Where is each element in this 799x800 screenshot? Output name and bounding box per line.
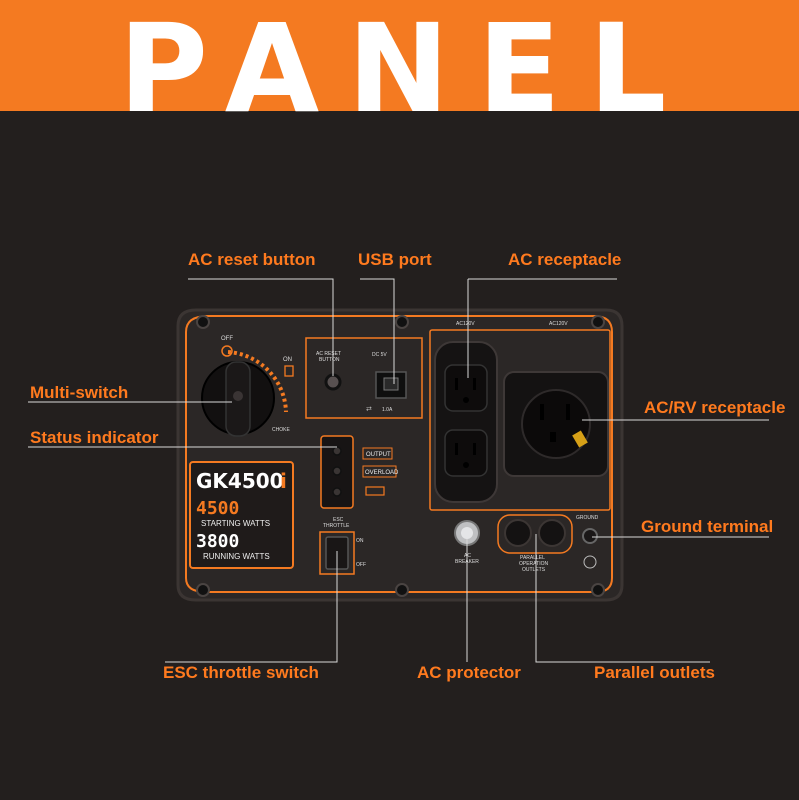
off-icon (221, 345, 233, 357)
esc-text-1: ESC (333, 517, 344, 523)
callout-multi-switch: Multi-switch (30, 383, 129, 402)
model-name: GK4500 (196, 469, 284, 493)
duplex-outlet-lower[interactable] (444, 429, 488, 477)
multi-switch-off-label: OFF (221, 336, 233, 342)
leader-usb (360, 278, 395, 384)
multi-switch-on-label: ON (283, 357, 292, 363)
rv-outlet[interactable] (503, 371, 609, 477)
esc-off-label: OFF (356, 562, 366, 568)
leader-ac-reset (188, 278, 334, 376)
starting-watts-label: STARTING WATTS (201, 519, 270, 528)
parallel-text-1: PARALLEL (520, 555, 545, 561)
multi-switch-center (233, 391, 243, 401)
callout-ground-terminal: Ground terminal (641, 517, 774, 536)
ground-terminal[interactable] (582, 528, 598, 544)
fuel-icon (284, 365, 294, 377)
leader-parallel (535, 534, 710, 663)
ac-reset-text-2: BUTTON (319, 357, 340, 363)
leader-esc (165, 551, 338, 663)
parallel-outlet-left[interactable] (504, 519, 532, 547)
callout-status-indicator: Status indicator (30, 428, 159, 447)
model-plate (189, 461, 294, 569)
callout-usb-port: USB port (358, 250, 432, 269)
dc-label: DC 5V (372, 352, 387, 358)
ac-reset-text-1: AC RESET (316, 351, 341, 357)
status-light-oil (332, 487, 342, 497)
ground-label: GROUND (576, 515, 599, 521)
parallel-text-3: OUTLETS (522, 567, 546, 573)
ground-icon (583, 555, 597, 569)
output-tag (362, 447, 393, 460)
overload-tag (362, 465, 397, 478)
running-watts-label: RUNNING WATTS (203, 552, 270, 561)
page-title: PANEL (118, 0, 695, 140)
ac120-right-label: AC120V (549, 321, 568, 327)
ac-breaker-cap (461, 527, 473, 539)
status-light-overload (332, 466, 342, 476)
duplex-outlet-upper[interactable] (444, 364, 488, 412)
multi-switch-arc (227, 350, 288, 413)
starting-watts-value: 4500 (196, 498, 239, 519)
breaker-text-1: AC (464, 553, 471, 559)
callout-ac-protector: AC protector (417, 663, 521, 682)
multi-switch-choke-label: CHOKE (272, 427, 290, 433)
model-suffix: i (280, 469, 287, 493)
usb-icon: ⇄ (366, 406, 372, 413)
running-watts-value: 3800 (196, 531, 239, 552)
callout-parallel-outlets: Parallel outlets (594, 663, 715, 682)
callout-ac-rv-receptacle: AC/RV receptacle (644, 398, 786, 417)
parallel-text-2: OPERATION (519, 561, 548, 567)
callout-esc-throttle-switch: ESC throttle switch (163, 663, 319, 682)
parallel-outlet-right[interactable] (538, 519, 566, 547)
oil-icon (365, 486, 385, 496)
overload-label: OVERLOAD (365, 470, 399, 476)
esc-on-label: ON (356, 538, 364, 544)
reset-usb-frame (305, 337, 423, 419)
esc-text-2: THROTTLE (323, 523, 350, 529)
ac120-left-label: AC120V (456, 321, 475, 327)
panel-screws (196, 315, 605, 597)
parallel-outlets-frame (497, 514, 573, 554)
usb-sub-label: 1.0A (382, 407, 393, 413)
header-band (0, 0, 799, 111)
leader-ac-receptacle (467, 278, 617, 378)
callout-ac-reset-button: AC reset button (188, 250, 316, 269)
output-label: OUTPUT (366, 452, 391, 458)
callout-ac-receptacle: AC receptacle (508, 250, 622, 269)
